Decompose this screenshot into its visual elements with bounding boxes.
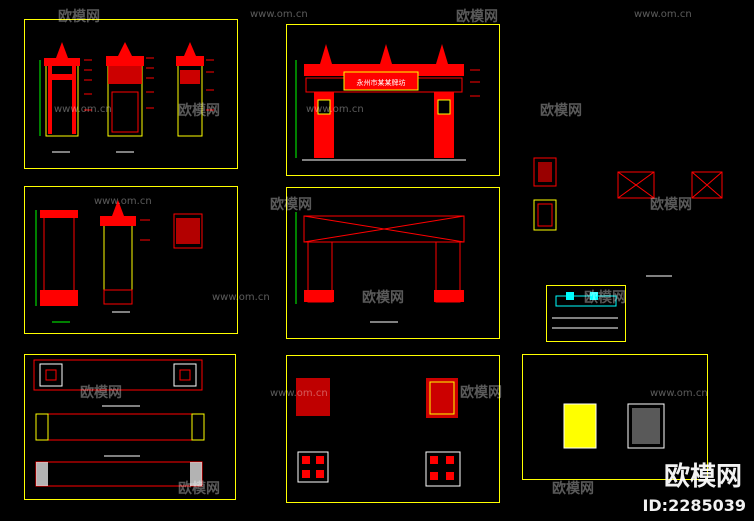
archway-sign-text: 永州市某某牌坊	[357, 78, 406, 87]
elevation-right	[176, 42, 214, 137]
elevation-left	[39, 42, 92, 137]
pattern-detail-yellow	[563, 403, 597, 449]
plan-bottom	[35, 461, 203, 487]
watermark-logo: 欧模网	[178, 103, 220, 119]
plan-top	[33, 359, 203, 391]
archway-elevation	[295, 44, 480, 161]
elevation-middle	[106, 42, 154, 137]
model-id-text: ID:2285039	[642, 496, 746, 515]
detail-block-4	[691, 171, 723, 199]
watermark-logo: 欧模网	[540, 103, 582, 119]
column-section-left	[35, 210, 78, 306]
watermark-logo: 欧模网	[456, 9, 498, 25]
sheet-main-elevation	[286, 24, 500, 176]
watermark-logo: 欧模网	[650, 197, 692, 213]
foundation-detail-c	[297, 451, 329, 483]
watermark-logo: 欧模网	[460, 385, 502, 401]
watermark-logo: 欧模网	[178, 481, 220, 497]
watermark-logo: 欧模网	[270, 197, 312, 213]
watermark-url: www.om.cn	[54, 104, 112, 115]
column-section-right	[173, 213, 203, 249]
archway-frame	[295, 212, 465, 323]
sheet-plans	[24, 354, 236, 500]
foundation-detail-b	[426, 378, 458, 418]
sheet-frame-structure	[286, 187, 500, 339]
watermark-logo: 欧模网	[58, 9, 100, 25]
watermark-logo: 欧模网	[584, 290, 626, 306]
watermark-logo: 欧模网	[552, 481, 594, 497]
pattern-detail-grid	[627, 403, 665, 449]
foundation-detail-a	[296, 378, 330, 416]
watermark-url: www.om.cn	[270, 388, 328, 399]
watermark-logo: 欧模网	[80, 385, 122, 401]
watermark-logo: 欧模网	[362, 290, 404, 306]
watermark-url: www.om.cn	[634, 9, 692, 20]
small-detail-drawing	[552, 292, 618, 329]
watermark-url: www.om.cn	[250, 9, 308, 20]
sheet-front-elevations	[24, 19, 238, 169]
brand-logo-text: 欧模网	[663, 462, 742, 492]
sheet-pattern-details	[522, 354, 708, 480]
detail-block-3	[617, 171, 655, 199]
watermark-url: www.om.cn	[306, 104, 364, 115]
column-section-middle	[100, 200, 150, 305]
sheet-column-sections	[24, 186, 238, 334]
detail-block-2	[533, 199, 557, 231]
watermark-url: www.om.cn	[212, 292, 270, 303]
plan-middle	[35, 413, 205, 441]
watermark-url: www.om.cn	[650, 388, 708, 399]
foundation-detail-d	[425, 451, 461, 487]
sheet-small-detail	[546, 285, 626, 342]
watermark-url: www.om.cn	[94, 196, 152, 207]
sheet-foundation-details	[286, 355, 500, 503]
detail-block-1	[533, 157, 557, 187]
